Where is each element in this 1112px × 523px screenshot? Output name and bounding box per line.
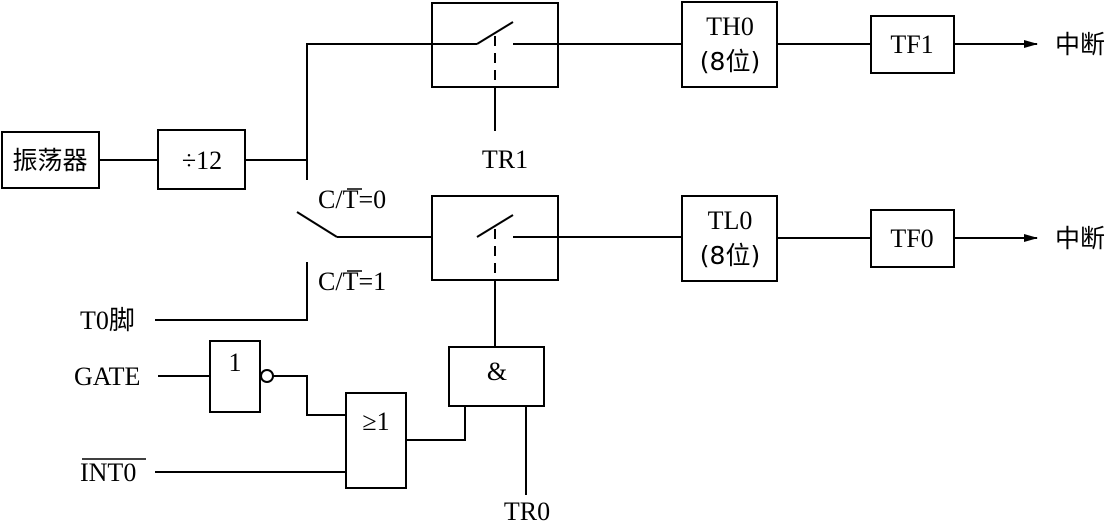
th0-register: TH0 (8位)	[681, 1, 778, 88]
tl0-bits: (8位)	[700, 241, 760, 270]
tf0-flag: TF0	[870, 209, 955, 268]
wire-t0-pin	[155, 262, 308, 321]
and-gate-label: &	[487, 357, 507, 386]
tl0-register: TL0 (8位)	[681, 195, 778, 282]
and-gate: &	[448, 346, 545, 407]
wire-bus-upper	[306, 43, 432, 180]
interrupt-upper-label: 中断	[1055, 30, 1105, 59]
lower-control-switch	[431, 195, 559, 281]
int0-label: INT0	[80, 458, 136, 487]
upper-control-switch	[431, 2, 559, 88]
not-gate: 1	[209, 340, 274, 413]
not-gate-label: 1	[229, 348, 242, 377]
ct-upper-label: C/T=0	[318, 185, 386, 214]
wire-not-or	[273, 375, 346, 416]
or-gate-label: ≥1	[362, 407, 389, 436]
ct-switch-blade	[296, 211, 338, 238]
divider-block: ÷12	[157, 129, 246, 190]
t0-pin-label: T0脚	[80, 306, 135, 335]
or-gate: ≥1	[345, 392, 407, 489]
oscillator-block: 振荡器	[1, 131, 100, 189]
tl0-label: TL0	[708, 206, 753, 235]
tr1-label: TR1	[482, 145, 528, 174]
tf1-flag: TF1	[870, 15, 955, 74]
wire-or-and	[406, 406, 466, 441]
divider-label: ÷12	[182, 146, 222, 175]
th0-label: TH0	[706, 12, 754, 41]
oscillator-label: 振荡器	[12, 146, 87, 175]
th0-bits: (8位)	[700, 47, 760, 76]
tr0-label: TR0	[504, 497, 550, 523]
interrupt-lower-label: 中断	[1055, 224, 1105, 253]
tf0-label: TF0	[890, 224, 933, 253]
gate-label: GATE	[74, 362, 140, 391]
ct-lower-label: C/T=1	[318, 267, 386, 296]
tf1-label: TF1	[890, 30, 933, 59]
